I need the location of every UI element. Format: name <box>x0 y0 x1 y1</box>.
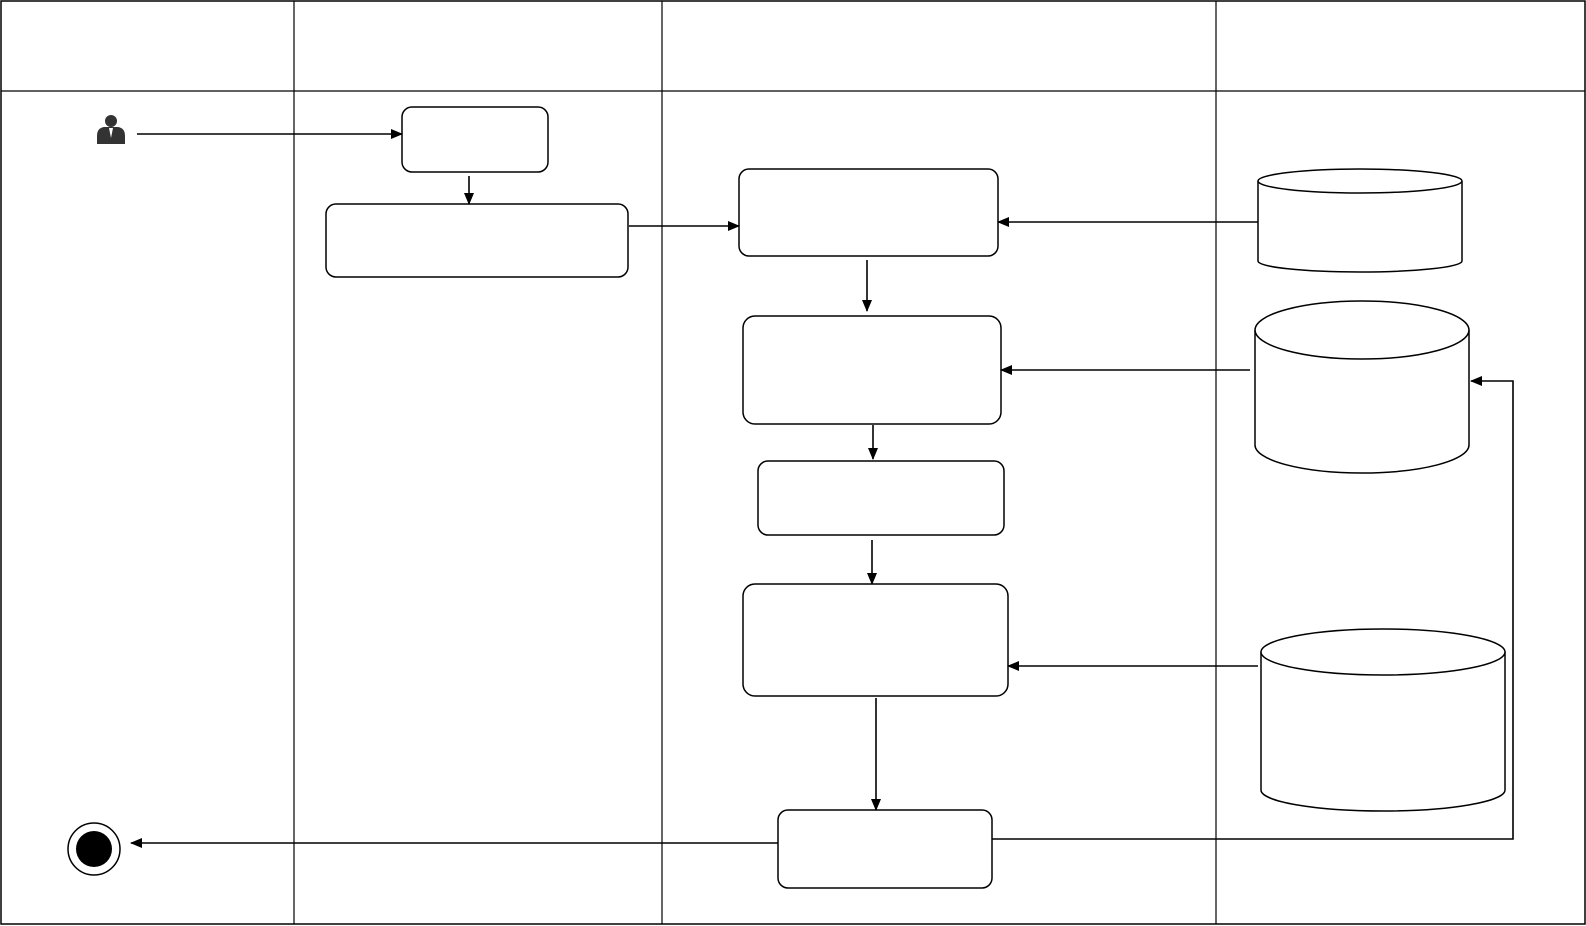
datastore-2 <box>1254 300 1470 474</box>
activity-step-1 <box>401 106 549 173</box>
edge-step-7-to-store-2 <box>992 376 1514 840</box>
actor-icon <box>97 115 125 144</box>
activity-step-5 <box>757 460 1005 536</box>
activity-step-4 <box>742 315 1002 425</box>
final-state-node <box>67 822 121 876</box>
datastore-1 <box>1257 168 1463 273</box>
activity-step-7 <box>777 809 993 889</box>
activity-step-2 <box>325 203 629 278</box>
datastore-3 <box>1260 628 1506 812</box>
activity-step-6 <box>742 583 1009 697</box>
activity-step-3 <box>738 168 999 257</box>
